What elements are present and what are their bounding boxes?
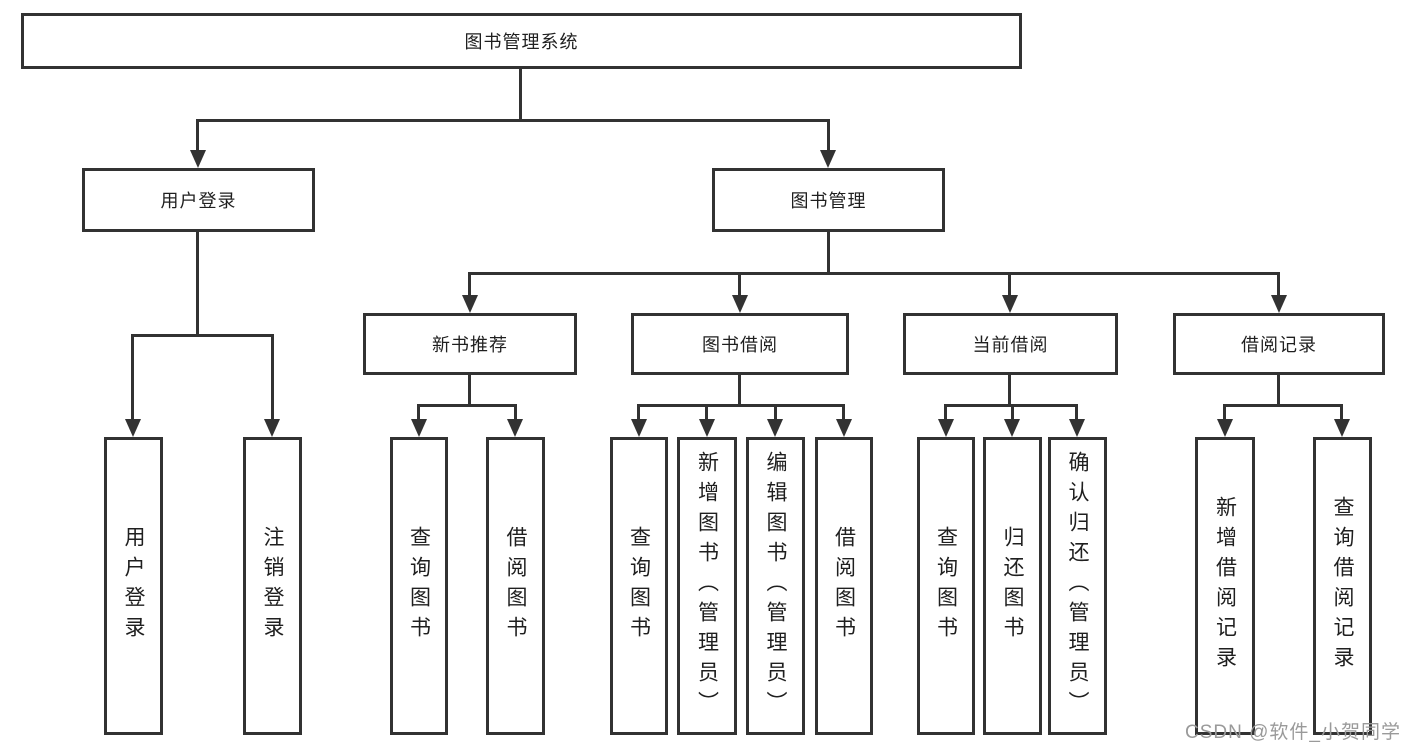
leaf-user-login: 用户登录 (104, 437, 163, 735)
connector-line (827, 119, 830, 152)
connector-line (1223, 404, 1226, 421)
node-new-book-recommend: 新书推荐 (363, 313, 577, 375)
connector-line (197, 119, 830, 122)
arrow-down-icon (836, 419, 852, 437)
arrow-down-icon (767, 419, 783, 437)
leaf-add-book-admin: 新增图书（管理员） (677, 437, 737, 735)
connector-line (469, 272, 1279, 275)
leaf-query-book-recommend: 查询图书 (390, 437, 448, 735)
leaf-borrow-book: 借阅图书 (815, 437, 873, 735)
connector-line (1277, 375, 1280, 406)
arrow-down-icon (1334, 419, 1350, 437)
leaf-return-book: 归还图书 (983, 437, 1042, 735)
arrow-down-icon (264, 419, 280, 437)
leaf-query-book-current: 查询图书 (917, 437, 975, 735)
arrow-down-icon (732, 295, 748, 313)
connector-line (417, 404, 420, 421)
leaf-borrow-book-recommend: 借阅图书 (486, 437, 545, 735)
connector-line (196, 232, 199, 336)
arrow-down-icon (938, 419, 954, 437)
connector-line (1011, 404, 1014, 421)
arrow-down-icon (1004, 419, 1020, 437)
arrow-down-icon (1217, 419, 1233, 437)
arrow-down-icon (820, 150, 836, 168)
node-root: 图书管理系统 (21, 13, 1022, 69)
node-book-borrow: 图书借阅 (631, 313, 849, 375)
node-borrow-records: 借阅记录 (1173, 313, 1385, 375)
connector-line (774, 404, 777, 421)
leaf-logout: 注销登录 (243, 437, 302, 735)
arrow-down-icon (699, 419, 715, 437)
arrow-down-icon (462, 295, 478, 313)
arrow-down-icon (631, 419, 647, 437)
arrow-down-icon (125, 419, 141, 437)
csdn-watermark: CSDN @软件_小贺同学 (1185, 722, 1401, 743)
leaf-edit-book-admin: 编辑图书（管理员） (746, 437, 805, 735)
connector-line (705, 404, 708, 421)
connector-line (1277, 272, 1280, 297)
connector-line (1340, 404, 1343, 421)
connector-line (738, 375, 741, 406)
connector-line (468, 272, 471, 297)
arrow-down-icon (411, 419, 427, 437)
arrow-down-icon (1002, 295, 1018, 313)
connector-line (1075, 404, 1078, 421)
connector-line (1008, 272, 1011, 297)
connector-line (132, 334, 273, 337)
leaf-add-borrow-record: 新增借阅记录 (1195, 437, 1255, 735)
connector-line (418, 404, 517, 407)
node-user-login: 用户登录 (82, 168, 315, 232)
connector-line (196, 119, 199, 152)
arrow-down-icon (1069, 419, 1085, 437)
connector-line (271, 334, 274, 421)
leaf-query-borrow-record: 查询借阅记录 (1313, 437, 1372, 735)
node-book-management: 图书管理 (712, 168, 945, 232)
connector-line (827, 232, 830, 274)
arrow-down-icon (507, 419, 523, 437)
arrow-down-icon (1271, 295, 1287, 313)
connector-line (519, 69, 522, 122)
arrow-down-icon (190, 150, 206, 168)
connector-line (637, 404, 640, 421)
connector-line (1008, 375, 1011, 406)
connector-line (738, 272, 741, 297)
connector-line (131, 334, 134, 421)
connector-line (1224, 404, 1343, 407)
leaf-query-book-borrow: 查询图书 (610, 437, 668, 735)
connector-line (638, 404, 845, 407)
connector-line (468, 375, 471, 406)
connector-line (842, 404, 845, 421)
node-current-borrow: 当前借阅 (903, 313, 1118, 375)
connector-line (514, 404, 517, 421)
connector-line (944, 404, 947, 421)
leaf-confirm-return-admin: 确认归还（管理员） (1048, 437, 1107, 735)
